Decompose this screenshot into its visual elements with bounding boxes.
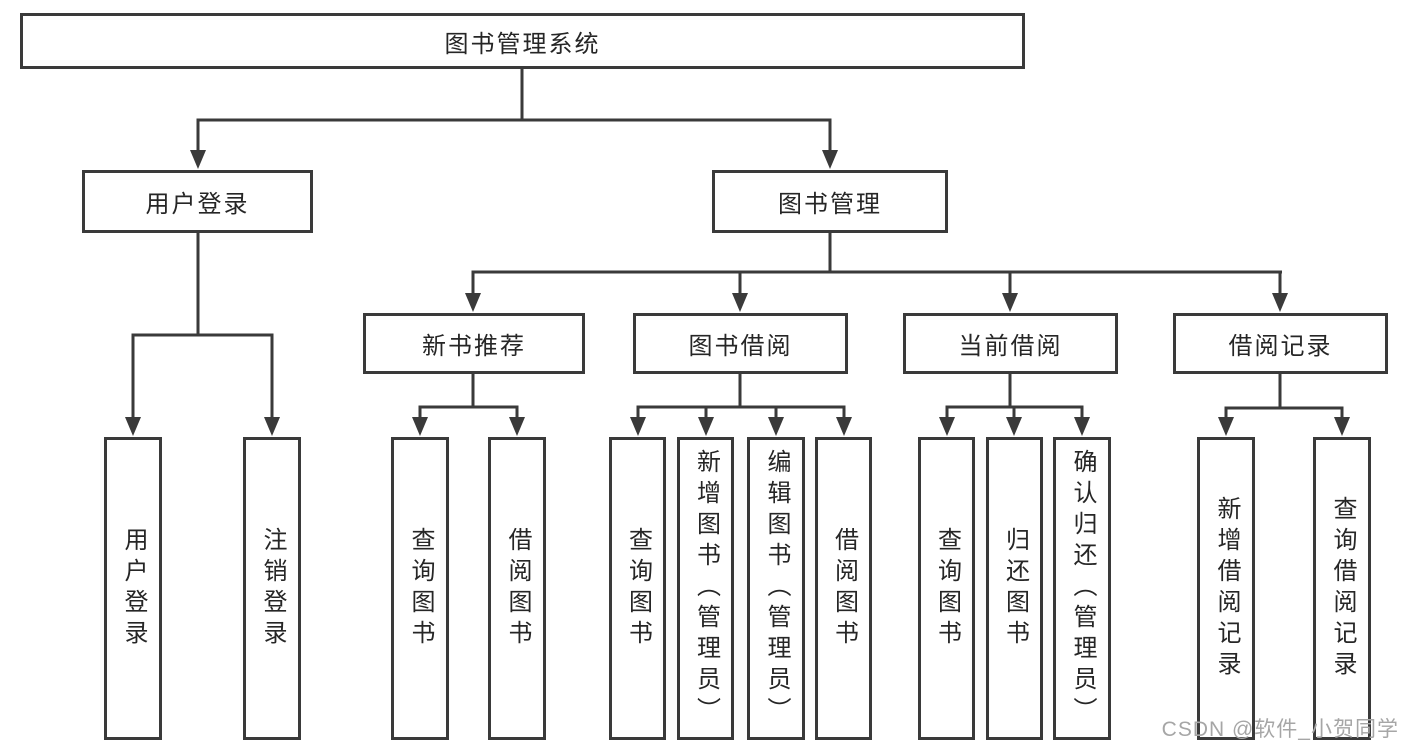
node-new-book-recommend: 新书推荐 bbox=[363, 313, 585, 374]
leaf-borrow-books-recommend-label: 借阅图书 bbox=[504, 526, 531, 651]
connector-userlogin-to-leaves bbox=[125, 233, 280, 436]
node-book-borrow: 图书借阅 bbox=[633, 313, 848, 374]
leaf-borrow-books-recommend: 借阅图书 bbox=[488, 437, 546, 740]
leaf-return-books: 归还图书 bbox=[986, 437, 1043, 740]
connector-newbooks-to-leaves bbox=[412, 374, 525, 436]
leaf-confirm-return-admin: 确认归还（管理员） bbox=[1053, 437, 1111, 740]
leaf-query-borrow-record-label: 查询借阅记录 bbox=[1329, 495, 1356, 682]
leaf-borrow-books-label: 借阅图书 bbox=[830, 526, 858, 651]
leaf-borrow-books: 借阅图书 bbox=[815, 437, 872, 740]
node-borrow-records-label: 借阅记录 bbox=[1228, 333, 1333, 360]
node-book-management-label: 图书管理 bbox=[778, 191, 882, 218]
node-current-borrow: 当前借阅 bbox=[903, 313, 1118, 374]
connector-currentborrow-to-leaves bbox=[939, 374, 1090, 436]
leaf-query-books-recommend: 查询图书 bbox=[391, 437, 449, 740]
leaf-add-books-admin-label: 新增图书（管理员） bbox=[692, 449, 720, 728]
leaf-edit-books-admin: 编辑图书（管理员） bbox=[747, 437, 805, 740]
node-root: 图书管理系统 bbox=[20, 13, 1025, 69]
leaf-add-books-admin: 新增图书（管理员） bbox=[677, 437, 734, 740]
connector-root-to-level2 bbox=[190, 68, 838, 169]
watermark: CSDN @软件_小贺同学 bbox=[1161, 718, 1399, 741]
leaf-query-books-recommend-label: 查询图书 bbox=[407, 526, 434, 651]
node-user-login: 用户登录 bbox=[82, 170, 313, 233]
node-user-login-label: 用户登录 bbox=[145, 191, 250, 218]
node-book-management: 图书管理 bbox=[712, 170, 948, 233]
leaf-query-books-current-label: 查询图书 bbox=[933, 526, 961, 651]
connector-borrowrecords-to-leaves bbox=[1218, 374, 1350, 436]
leaf-user-login: 用户登录 bbox=[104, 437, 162, 740]
node-root-label: 图书管理系统 bbox=[444, 30, 601, 58]
connector-bookmgmt-to-level3 bbox=[465, 233, 1288, 312]
node-current-borrow-label: 当前借阅 bbox=[958, 333, 1063, 360]
node-new-book-recommend-label: 新书推荐 bbox=[422, 333, 526, 360]
leaf-logout: 注销登录 bbox=[243, 437, 301, 740]
leaf-query-books-borrow-label: 查询图书 bbox=[624, 526, 652, 651]
leaf-query-books-current: 查询图书 bbox=[918, 437, 975, 740]
node-book-borrow-label: 图书借阅 bbox=[688, 333, 793, 360]
node-borrow-records: 借阅记录 bbox=[1173, 313, 1388, 374]
leaf-add-borrow-record: 新增借阅记录 bbox=[1197, 437, 1255, 740]
leaf-user-login-label: 用户登录 bbox=[120, 526, 147, 651]
connector-bookborrow-to-leaves bbox=[630, 374, 852, 436]
leaf-return-books-label: 归还图书 bbox=[1001, 526, 1029, 651]
leaf-logout-label: 注销登录 bbox=[259, 526, 286, 651]
leaf-edit-books-admin-label: 编辑图书（管理员） bbox=[763, 449, 790, 728]
leaf-confirm-return-admin-label: 确认归还（管理员） bbox=[1069, 449, 1096, 728]
leaf-query-books-borrow: 查询图书 bbox=[609, 437, 666, 740]
leaf-add-borrow-record-label: 新增借阅记录 bbox=[1213, 495, 1240, 682]
leaf-query-borrow-record: 查询借阅记录 bbox=[1313, 437, 1371, 740]
